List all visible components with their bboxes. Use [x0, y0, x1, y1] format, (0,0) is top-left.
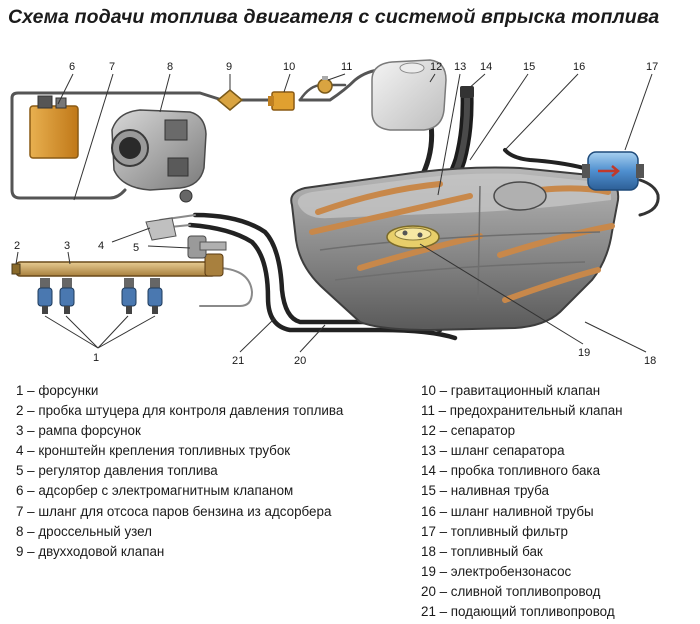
fuel-pump [386, 225, 440, 249]
tube-bracket [145, 217, 177, 241]
callout-11: 11 [341, 61, 352, 73]
legend-left: 1 – форсунки 2 – пробка штуцера для конт… [16, 381, 343, 562]
legend-item-11: 11 – предохранительный клапан [421, 403, 623, 419]
legend-right: 10 – гравитационный клапан 11 – предохра… [421, 381, 623, 622]
legend-item-15: 15 – наливная труба [421, 483, 549, 499]
callout-18: 18 [644, 355, 656, 367]
tank-bands [309, 181, 615, 303]
callout-numbers: 1 2 3 4 5 6 7 8 9 10 11 12 13 14 15 16 1… [14, 61, 658, 367]
legend-item-3: 3 – рампа форсунок [16, 423, 141, 439]
callout-21: 21 [232, 355, 244, 367]
leader-lines [15, 73, 653, 353]
callout-9: 9 [226, 61, 232, 73]
callout-13: 13 [454, 61, 466, 73]
legend-item-1: 1 – форсунки [16, 383, 99, 398]
callout-7: 7 [109, 61, 115, 73]
callout-17: 17 [646, 61, 658, 73]
callout-19: 19 [578, 347, 590, 359]
callout-2: 2 [14, 240, 20, 252]
throttle-body [111, 109, 207, 203]
callout-14: 14 [480, 61, 492, 73]
injectors [37, 278, 163, 314]
pressure-regulator [187, 235, 227, 259]
separator [371, 59, 447, 131]
fuel-tank [290, 166, 620, 332]
callout-1: 1 [93, 352, 99, 364]
legend-item-7: 7 – шланг для отсоса паров бензина из ад… [16, 503, 332, 519]
callout-20: 20 [294, 355, 306, 367]
gravity-valve [268, 91, 295, 111]
callout-5: 5 [133, 242, 139, 254]
fuel-rail [11, 253, 224, 277]
diagram-title: Схема подачи топлива двигателя с системо… [8, 6, 660, 28]
callout-8: 8 [167, 61, 173, 73]
callout-4: 4 [98, 240, 104, 252]
legend-item-17: 17 – топливный фильтр [421, 523, 568, 539]
legend-item-19: 19 – электробензонасос [421, 563, 572, 579]
callout-10: 10 [283, 61, 295, 73]
legend-item-12: 12 – сепаратор [421, 423, 516, 439]
legend-item-13: 13 – шланг сепаратора [421, 443, 565, 459]
legend-item-5: 5 – регулятор давления топлива [16, 463, 218, 479]
two-way-valve [216, 89, 244, 111]
callout-15: 15 [523, 61, 535, 73]
legend-item-10: 10 – гравитационный клапан [421, 383, 601, 398]
filler-cap [460, 86, 474, 98]
legend-item-9: 9 – двухходовой клапан [16, 543, 165, 559]
callout-12: 12 [430, 61, 442, 73]
legend-item-14: 14 – пробка топливного бака [421, 463, 601, 479]
callout-3: 3 [64, 240, 70, 252]
legend-item-4: 4 – кронштейн крепления топливных трубок [16, 443, 291, 459]
safety-valve [317, 76, 333, 94]
legend-item-8: 8 – дроссельный узел [16, 523, 152, 539]
callout-16: 16 [573, 61, 585, 73]
legend-item-21: 21 – подающий топливопровод [421, 604, 615, 620]
legend-item-18: 18 – топливный бак [421, 543, 543, 559]
callout-6: 6 [69, 61, 75, 73]
legend-item-20: 20 – сливной топливопровод [421, 583, 601, 599]
fuel-system-diagram: 1 2 3 4 5 6 7 8 9 10 11 12 13 14 15 16 1… [10, 59, 660, 367]
legend-item-6: 6 – адсорбер с электромагнитным клапаном [16, 483, 294, 499]
legend-item-16: 16 – шланг наливной трубы [421, 503, 594, 519]
legend-item-2: 2 – пробка штуцера для контроля давления… [16, 403, 344, 419]
fuel-filter [582, 151, 644, 191]
adsorber [29, 95, 79, 159]
